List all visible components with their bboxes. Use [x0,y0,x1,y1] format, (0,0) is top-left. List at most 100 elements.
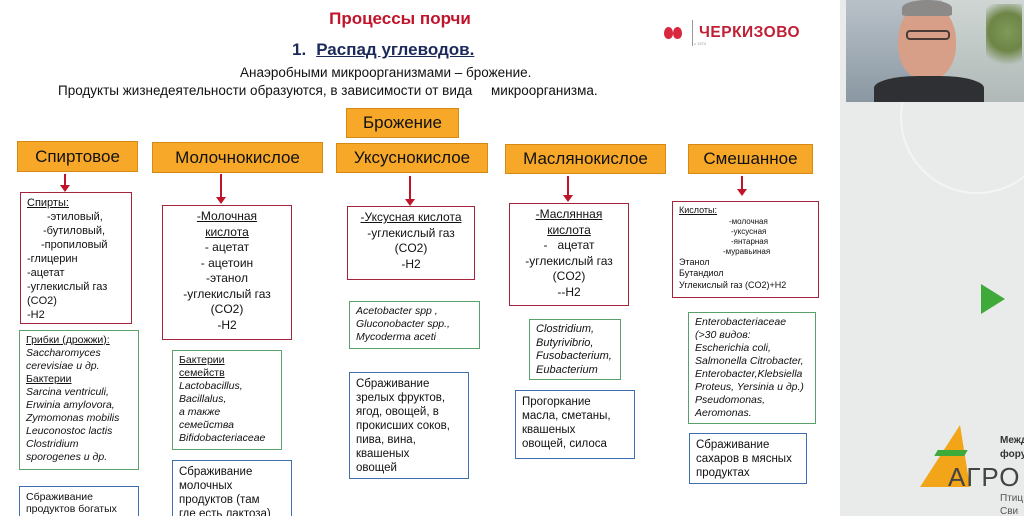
company-logo: ЧЕРКИЗОВО с 1974 [664,18,800,48]
acid-item: -молочная [729,216,768,226]
column-header-label: Молочнокислое [175,147,300,167]
column-header-1: Спиртовое [17,141,138,172]
bacteria-item: Escherichia coli, [695,342,771,354]
arrow-down-icon [737,176,747,196]
usage-item: Сбраживание [26,491,93,503]
bacteria-item: cerevisiae и др. [26,360,100,372]
column-header-4: Маслянокислое [505,144,666,174]
products-box-2: -Молочная кислота - ацетат - ацетоин -эт… [162,205,292,340]
bacteria-item: (>30 видов: [695,329,751,341]
bacteria-item: Enterobacter,Klebsiella [695,368,803,380]
bacteria-item: Acetobacter spp , [356,305,438,317]
usage-item: пива, вина, [356,434,416,446]
logo-text: ЧЕРКИЗОВО [699,24,801,42]
bacteria-label: Бактерии [26,373,72,385]
column-header-5: Смешанное [688,144,813,174]
bacteria-item: Sarcina ventriculi, [26,386,109,398]
logo-mark-icon [664,25,684,41]
usage-item: овощей, силоса [522,438,607,450]
plant-decor [986,4,1022,74]
bacteria-item: Clostridium [26,438,79,450]
bacteria-item: Bifidobacteriaceae [179,432,266,444]
usage-item: овощей [356,462,397,474]
usage-box-3: Сбраживание зрелых фруктов, ягод, овощей… [349,372,469,479]
usage-item: зрелых фруктов, [356,392,446,404]
product-item: -бутиловый, [43,225,106,237]
product-item: -Маслянная [535,207,603,221]
speaker-hair [902,0,952,16]
usage-item: Прогоркание [522,396,591,408]
bacteria-box-2: Бактерии семейств Lactobacillus, Bacilla… [172,350,282,450]
product-item: (CO2) [552,269,586,283]
product-item: - ацетат [543,238,595,252]
product-item: -ацетат [27,267,65,279]
product-item: -этанол [206,271,248,285]
product-item: -углекислый газ [367,225,455,240]
usage-item: молочных [179,480,233,492]
agro-logo-icon [920,425,970,487]
product-item: -углекислый газ [27,281,108,293]
arrow-down-icon [405,176,415,206]
intro-line-1: Анаэробными микроорганизмами – брожение. [240,65,532,80]
bacteria-box-4: Clostridium, Butyrivibrio, Fusobacterium… [529,319,621,380]
usage-box-5: Сбраживание сахаров в мясных продуктах [689,433,807,484]
bacteria-item: Enterobacteriaceae [695,316,787,328]
bacteria-item: Erwinia amylovora, [26,399,115,411]
bacteria-box-3: Acetobacter spp , Gluconobacter spp., My… [349,301,480,349]
speaker-head [898,4,956,80]
bacteria-item: Pseudomonas, [695,394,766,406]
bacteria-item: семейства [179,419,234,431]
bacteria-box-5: Enterobacteriaceae (>30 видов: Escherich… [688,312,816,424]
usage-box-2: Сбраживание молочных продуктов (там где … [172,460,292,516]
product-item: -углекислый газ [525,253,613,268]
product-item: - ацетат [204,240,250,254]
bottom-line-1: Птиц [1000,493,1024,504]
usage-item: ягод, овощей, в [356,406,439,418]
root-node: Брожение [346,108,459,138]
product-item: -Молочная [196,209,258,223]
root-label: Брожение [362,113,443,132]
product-item: Углекислый газ (CO2)+H2 [679,279,787,290]
products-label: Спирты: [27,197,69,209]
arrow-down-icon [216,174,226,204]
logo-caption: с 1974 [694,41,707,46]
product-item: (CO2) [210,302,244,316]
bacteria-label: Грибки (дрожжи): [26,334,110,346]
usage-item: Сбраживание [356,378,430,390]
product-item: -H2 [217,317,237,332]
bacteria-label: семейств [179,367,225,379]
bacteria-item: Fusobacterium, [536,350,612,362]
usage-item: продуктов богатых [26,503,117,515]
acid-item: -янтарная [731,236,769,246]
bacteria-item: Aeromonas. [695,407,752,419]
event-line-1: Межд [1000,435,1024,446]
bacteria-item: Saccharomyces [26,347,101,359]
usage-box-1: Сбраживание продуктов богатых [19,486,139,516]
column-header-label: Маслянокислое [523,149,648,168]
acid-item: -уксусная [731,226,767,236]
intro-line-2: Продукты жизнедеятельности образуются, в… [58,83,598,98]
section-title: Распад углеводов. [316,40,475,59]
usage-item: прокисших соков, [356,420,450,432]
bacteria-item: Butyrivibrio, [536,336,594,349]
product-item: -углекислый газ [183,286,271,301]
products-box-3: -Уксусная кислота -углекислый газ (CO2) … [347,206,475,280]
section-heading: 1.Распад углеводов. [292,40,474,60]
product-item: кислота [547,222,591,237]
products-box-4: -Маслянная кислота - ацетат -углекислый … [509,203,629,306]
product-item: --H2 [557,284,581,299]
speaker-webcam [846,0,1024,102]
usage-item: сахаров в мясных [696,453,792,465]
column-header-label: Спиртовое [35,146,120,166]
product-item: -H2 [401,256,421,271]
play-icon[interactable] [981,284,1005,314]
product-item: Этанол [679,256,710,267]
presentation-slide: Процессы порчи 1.Распад углеводов. Анаэр… [17,9,819,516]
speaker-body [874,76,984,102]
bacteria-item: а также [179,406,221,418]
product-item: -глицерин [27,253,78,265]
usage-item: где есть лактоза) [179,508,271,516]
agro-logo-stripe [934,450,968,456]
usage-item: продуктах [696,467,750,479]
bacteria-item: sporogenes и др. [26,451,108,463]
